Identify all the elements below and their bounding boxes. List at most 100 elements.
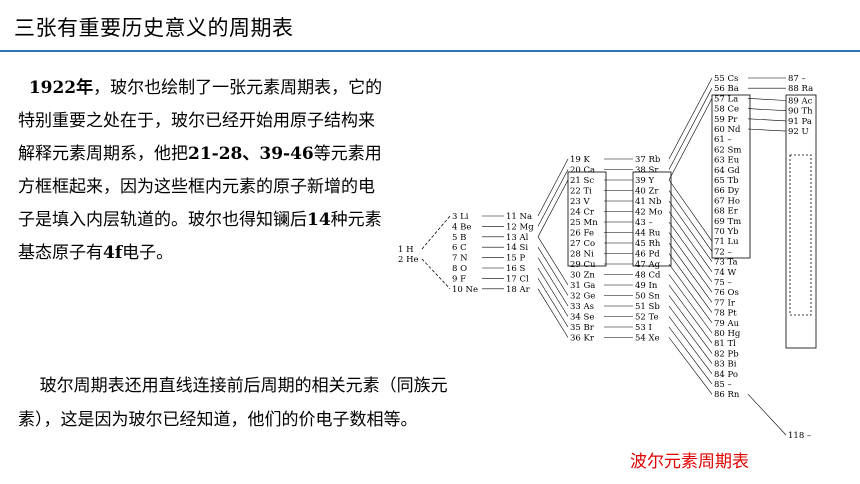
element-86: 86 Rn xyxy=(714,390,740,400)
element-5: 5 B xyxy=(452,233,466,243)
connector-line xyxy=(537,169,569,227)
element-75: 75 – xyxy=(714,278,732,288)
element-90: 90 Th xyxy=(788,107,813,117)
element-25: 25 Mn xyxy=(570,218,598,228)
element-37: 37 Rb xyxy=(635,155,661,165)
element-1: 1 H xyxy=(398,245,414,255)
element-51: 51 Sb xyxy=(635,302,660,312)
element-55: 55 Cs xyxy=(714,74,738,84)
element-21: 21 Sc xyxy=(570,176,594,186)
element-46: 46 Pd xyxy=(635,250,660,260)
connector-line xyxy=(537,257,569,307)
connector-line xyxy=(747,98,787,101)
element-79: 79 Au xyxy=(714,319,740,329)
element-52: 52 Te xyxy=(635,313,659,323)
element-53: 53 I xyxy=(635,323,652,333)
element-89: 89 Ac xyxy=(788,97,813,107)
element-18: 18 Ar xyxy=(506,285,531,295)
element-118: 118 – xyxy=(788,431,811,441)
element-14: 14 Si xyxy=(506,243,528,253)
element-64: 64 Gd xyxy=(714,166,740,176)
element-48: 48 Cd xyxy=(635,271,661,281)
element-77: 77 Ir xyxy=(714,298,736,308)
orbital-4f: 4f xyxy=(103,243,123,263)
connector-line xyxy=(537,179,569,237)
element-87: 87 – xyxy=(788,74,806,84)
connector-line xyxy=(537,247,569,296)
connector-line xyxy=(668,284,713,344)
element-47: 47 Ag xyxy=(635,260,661,270)
element-82: 82 Pb xyxy=(714,349,739,359)
element-72: 72 – xyxy=(714,247,732,257)
element-26: 26 Fe xyxy=(570,229,594,239)
element-12: 12 Mg xyxy=(506,222,534,232)
element-70: 70 Yb xyxy=(714,227,739,237)
para1-text-3: 种元素基态原子有 xyxy=(18,210,382,263)
element-92: 92 U xyxy=(788,127,809,137)
element-50: 50 Sn xyxy=(635,292,660,302)
element-65: 65 Tb xyxy=(714,176,739,186)
element-28: 28 Ni xyxy=(570,250,594,260)
actinide-box xyxy=(785,94,817,349)
connector-line xyxy=(421,258,451,290)
para1-text-2: 等元素用方框框起来，因为这些框内元素的原子新增的电子是填入内层轨道的。玻尔也得知… xyxy=(18,144,382,230)
element-39: 39 Y xyxy=(635,176,655,186)
actinide-inner-dashed-box xyxy=(789,154,812,316)
element-8: 8 O xyxy=(452,264,467,274)
transition-box-39-46 xyxy=(632,171,672,267)
element-2: 2 He xyxy=(398,255,419,265)
connector-line xyxy=(668,221,713,283)
connector-line xyxy=(537,267,569,317)
element-35: 35 Br xyxy=(570,323,595,333)
element-45: 45 Rh xyxy=(635,239,661,249)
element-78: 78 Pt xyxy=(714,309,737,319)
diagram-caption: 波尔元素周期表 xyxy=(630,452,749,472)
element-4: 4 Be xyxy=(452,222,471,232)
connector-line xyxy=(421,215,451,250)
connector-line xyxy=(747,118,787,122)
element-74: 74 W xyxy=(714,268,737,278)
element-71: 71 Lu xyxy=(714,237,739,247)
connector-line xyxy=(668,77,713,160)
element-34: 34 Se xyxy=(570,313,594,323)
element-43: 43 – xyxy=(635,218,653,228)
paragraph-1: 1922年，玻尔也绘制了一张元素周期表，它的特别重要之处在于，玻尔已经开始用原子… xyxy=(18,72,388,270)
connector-line xyxy=(668,253,713,313)
connector-line xyxy=(537,288,569,338)
connector-line xyxy=(747,128,787,132)
connector-line xyxy=(537,236,569,286)
connector-line xyxy=(668,98,713,181)
element-20: 20 Ca xyxy=(570,166,595,176)
element-29: 29 Cu xyxy=(570,260,596,270)
element-57: 57 La xyxy=(714,94,738,104)
element-22: 22 Ti xyxy=(570,187,592,197)
element-6: 6 C xyxy=(452,243,467,253)
connector-line xyxy=(668,337,713,395)
element-67: 67 Ho xyxy=(714,196,740,206)
element-15: 15 P xyxy=(506,254,526,264)
connector-line xyxy=(668,263,713,323)
element-44: 44 Ru xyxy=(635,229,661,239)
element-62: 62 Sm xyxy=(714,145,741,155)
connector-line xyxy=(668,326,713,385)
element-49: 49 In xyxy=(635,281,658,291)
number-14: 14 xyxy=(307,210,331,230)
element-24: 24 Cr xyxy=(570,208,595,218)
paragraph-2: 玻尔周期表还用直线连接前后周期的相关元素（同族元素），这是因为玻尔已经知道，他们… xyxy=(18,369,488,437)
connector-line xyxy=(747,108,787,111)
element-11: 11 Na xyxy=(506,212,532,222)
element-41: 41 Nb xyxy=(635,197,662,207)
element-23: 23 V xyxy=(570,197,591,207)
element-81: 81 Tl xyxy=(714,339,736,349)
element-38: 38 Sr xyxy=(635,166,659,176)
title-underline xyxy=(0,50,860,52)
connector-line xyxy=(668,295,713,354)
page-title: 三张有重要历史意义的周期表 xyxy=(14,16,294,40)
element-63: 63 Eu xyxy=(714,156,740,166)
element-60: 60 Nd xyxy=(714,125,741,135)
element-33: 33 As xyxy=(570,302,594,312)
connector-line xyxy=(668,232,713,293)
element-66: 66 Dy xyxy=(714,186,739,196)
transition-box-21-28 xyxy=(567,171,607,267)
element-61: 61 – xyxy=(714,135,732,145)
